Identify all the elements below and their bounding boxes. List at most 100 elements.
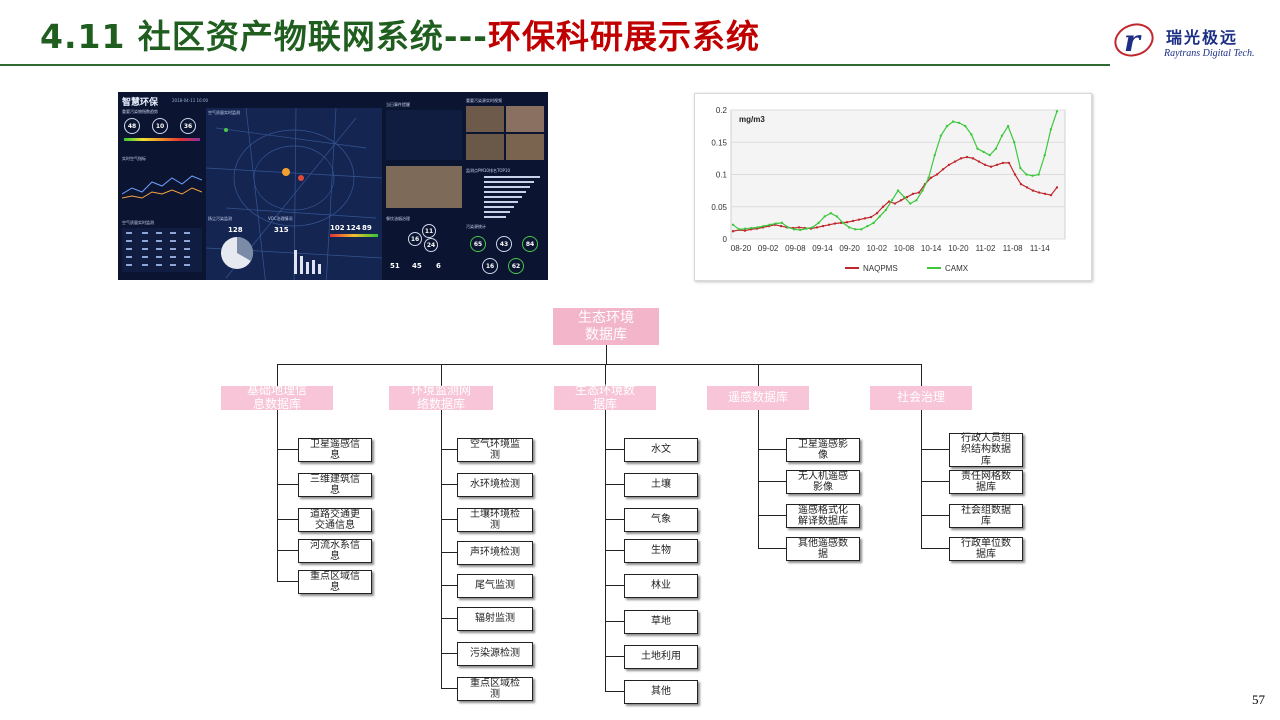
data-point [875, 212, 879, 215]
map-roads [205, 107, 383, 280]
stat-gauge: 65 [470, 236, 486, 252]
data-point [995, 163, 999, 167]
tree-root-node: 生态环境数据库 [553, 308, 659, 345]
leaf-node: 污染源检测 [457, 642, 533, 666]
data-point [833, 222, 837, 225]
data-point [878, 215, 881, 218]
category-node: 环境监测网络数据库 [389, 383, 493, 411]
leaf-node: 土地利用 [624, 645, 698, 669]
x-tick-label: 10-14 [921, 244, 942, 253]
aqi-color-scale [124, 138, 200, 141]
y-tick-label: 0.05 [711, 203, 727, 212]
dash-label: 扬尘污染监测 [208, 216, 232, 221]
dash-number: 51 [390, 262, 400, 270]
video-thumbnail [466, 106, 504, 132]
y-tick-label: 0 [723, 235, 728, 244]
video-thumbnail [506, 134, 544, 160]
connector-line [605, 484, 624, 485]
connector-line [605, 585, 624, 586]
dash-label: 当日事件提醒 [386, 102, 410, 107]
title-prefix: 4.11 社区资产物联网系统--- [40, 17, 488, 56]
connector-line [758, 515, 786, 516]
data-point [815, 226, 819, 229]
page-title: 4.11 社区资产物联网系统---环保科研展示系统 [40, 10, 760, 58]
data-point [869, 215, 873, 219]
data-point [1019, 166, 1022, 170]
data-point [911, 192, 915, 196]
data-point [917, 191, 921, 194]
data-point [851, 219, 855, 223]
dash-number: 128 [228, 226, 243, 234]
dash-number: 6 [436, 262, 441, 270]
data-point [929, 176, 933, 179]
connector-line [277, 410, 278, 418]
x-tick-label: 09-20 [839, 244, 860, 253]
stat-gauge: 84 [522, 236, 538, 252]
device-count: 11 [422, 224, 436, 238]
connector-line [605, 519, 624, 520]
connector-line [277, 364, 922, 365]
x-tick-label: 10-08 [894, 244, 915, 253]
leaf-node: 声环境检测 [457, 541, 533, 565]
connector-line [758, 410, 759, 418]
connector-line [921, 515, 949, 516]
x-tick-label: 10-02 [867, 244, 888, 253]
data-point [988, 153, 991, 157]
data-point [1019, 182, 1023, 186]
data-point [957, 121, 961, 125]
logo-mark-icon: r [1114, 23, 1154, 59]
x-tick-label: 09-08 [785, 244, 806, 253]
dash-label: 空气质量实时监测 [208, 110, 240, 115]
data-point [737, 228, 741, 231]
data-point [731, 223, 735, 227]
connector-line [605, 418, 606, 692]
connector-line [921, 418, 922, 549]
connector-line [605, 656, 624, 657]
data-point [994, 147, 998, 150]
data-point [774, 222, 777, 225]
video-thumbnail [386, 166, 462, 208]
pie-mini-chart [221, 236, 254, 269]
data-point [1007, 161, 1011, 165]
category-node: 社会治理 [870, 386, 972, 410]
data-point [847, 226, 851, 229]
logo-subtitle: Raytrans Digital Tech. [1164, 48, 1255, 59]
connector-line [758, 481, 786, 482]
leaf-node: 责任网格数据库 [949, 470, 1023, 494]
dash-label: 重要污染源实时视频 [466, 98, 502, 103]
data-point [805, 227, 808, 230]
dash-number: 315 [274, 226, 289, 234]
category-node: 基础地理信息数据库 [221, 383, 333, 411]
data-point [1043, 192, 1047, 196]
data-point [845, 221, 849, 224]
connector-line [441, 410, 442, 418]
leaf-node: 三维建筑信息 [298, 473, 372, 497]
stat-gauge: 43 [496, 236, 512, 252]
x-tick-label: 09-14 [812, 244, 833, 253]
data-point [970, 133, 973, 136]
connector-line [605, 449, 624, 450]
connector-line [921, 548, 949, 549]
connector-line [441, 449, 457, 450]
data-point [887, 200, 891, 203]
data-point [941, 168, 945, 171]
category-node: 生态环境数据库 [554, 383, 656, 411]
connector-line [441, 688, 457, 689]
ranking-bars [484, 176, 540, 218]
data-point [756, 226, 759, 229]
event-panel [386, 110, 462, 160]
data-point [1031, 189, 1035, 192]
data-point [866, 224, 869, 228]
data-point [823, 215, 826, 218]
data-point [762, 224, 765, 228]
leaf-node: 土壤 [624, 473, 698, 497]
video-thumbnail [466, 134, 504, 160]
legend-label: NAQPMS [863, 264, 898, 273]
device-count: 24 [424, 238, 438, 252]
data-point [829, 212, 833, 215]
connector-line [758, 548, 786, 549]
y-tick-label: 0.2 [716, 106, 728, 115]
data-point [947, 163, 951, 167]
aqi-gauge: 48 [124, 118, 140, 134]
